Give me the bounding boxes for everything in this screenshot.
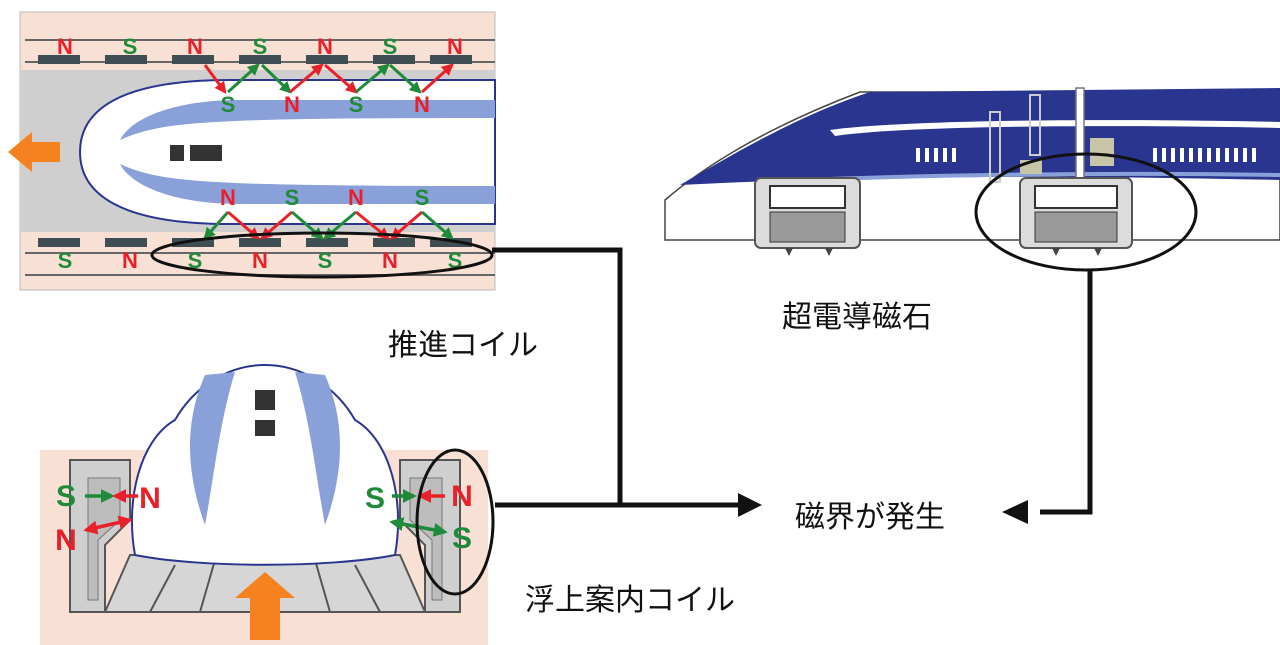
magnetic-field-label: 磁界が発生 [795, 500, 945, 535]
pole-label: S [415, 185, 430, 210]
pole-label: N [284, 92, 300, 117]
plan-view-panel: N S N S N S N S N S N N S N S S N S N S … [8, 11, 496, 291]
pole-label: N [57, 34, 73, 59]
motion-left-arrow-icon [8, 132, 60, 172]
pole-label: N [252, 248, 268, 273]
pole-label: N [382, 248, 398, 273]
pole-label: S [365, 482, 385, 515]
pole-label: N [447, 34, 463, 59]
propulsion-coil-blocks [38, 55, 472, 247]
propulsion-coil-label: 推進コイル [388, 328, 538, 363]
window-icon [190, 145, 222, 161]
pole-label: S [123, 34, 138, 59]
connector-lines [492, 247, 1093, 515]
pole-label: N [317, 34, 333, 59]
connector-arrowhead-icon [1002, 500, 1028, 524]
pole-label: N [139, 482, 161, 515]
pole-label: N [451, 480, 473, 513]
pole-label: S [221, 92, 236, 117]
pole-label: S [56, 480, 76, 513]
levitation-coil-highlight [415, 448, 495, 596]
connector-arrowhead-icon [738, 493, 762, 517]
propulsion-coil-highlight [150, 231, 494, 279]
levitation-guidance-coil-label: 浮上案内コイル [525, 583, 735, 618]
pole-label: S [383, 34, 398, 59]
window-icon [170, 145, 184, 161]
pole-label: N [55, 524, 77, 557]
pole-label: N [414, 92, 430, 117]
pole-label: S [253, 34, 268, 59]
pole-label: N [348, 185, 364, 210]
pole-label: N [122, 248, 138, 273]
pole-label: S [349, 92, 364, 117]
pole-label: N [220, 185, 236, 210]
front-view-panel: S N N S N S [40, 363, 495, 645]
pole-label: S [452, 522, 472, 555]
pole-label: S [58, 248, 73, 273]
side-windows [916, 148, 1256, 162]
superconducting-magnet-label: 超電導磁石 [782, 300, 932, 335]
pole-label: S [318, 248, 333, 273]
pole-label: S [285, 185, 300, 210]
bogie-rear [1019, 177, 1133, 256]
window-icon [255, 420, 275, 436]
force-arrows-top [203, 63, 454, 94]
train-side-view [664, 87, 1280, 272]
window-icon [255, 390, 275, 410]
pole-label: N [187, 34, 203, 59]
superconducting-magnet-highlight [974, 152, 1198, 272]
train-front-view [131, 363, 399, 566]
train-nose-top-view [78, 79, 496, 225]
guidance-force-arrows-left [83, 489, 138, 535]
bogie-front [754, 177, 861, 256]
levitation-up-arrow-icon [235, 572, 295, 640]
pole-label: S [188, 248, 203, 273]
